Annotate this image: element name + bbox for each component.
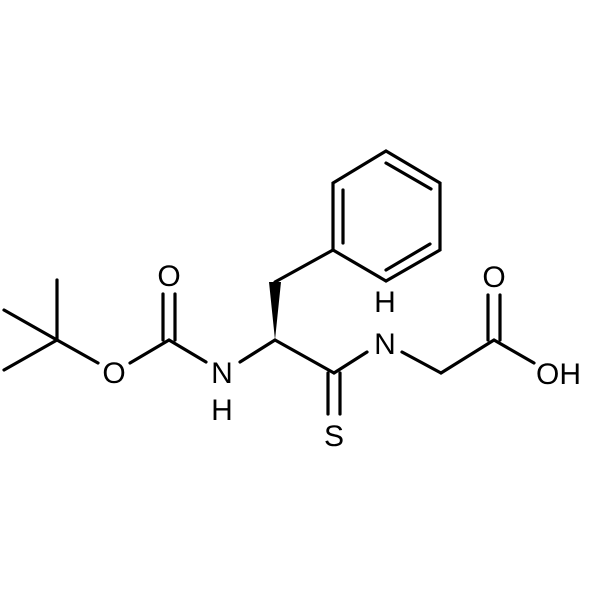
atom-carboxyl-OH: OH	[536, 358, 581, 391]
bond-N-to-alpha-C	[238, 338, 277, 364]
bond-CH2-to-phenyl	[273, 248, 335, 284]
atom-carbamate-carbonyl-O: O	[157, 260, 180, 293]
wedge-bond-alpha-to-CH2	[269, 282, 281, 340]
bond-O-to-carbamate-C	[128, 338, 171, 365]
atom-ester-O: O	[102, 357, 125, 390]
atom-amide-N: N	[374, 328, 396, 361]
phenyl-inner-bond-2	[384, 161, 433, 191]
bond-tbu-left-down	[2, 338, 59, 372]
bond-CH2-to-carboxyl-C	[439, 338, 496, 375]
bond-thio-C-to-N	[332, 350, 369, 375]
bond-tbu-to-O	[55, 338, 100, 365]
atom-thio-S: S	[324, 420, 344, 453]
bond-alpha-to-thio-C	[273, 338, 336, 375]
phenyl-inner-bond-3	[384, 242, 432, 272]
bond-carboxyl-C-to-OH	[492, 338, 536, 365]
atom-carbamate-N: N	[211, 357, 233, 390]
atom-amide-H: H	[374, 286, 396, 319]
atom-carbamate-H: H	[211, 394, 233, 427]
bond-tbu-left-up	[2, 308, 59, 342]
phenyl-ring	[331, 149, 442, 283]
atom-carboxyl-O: O	[482, 261, 505, 294]
bond-N-to-gly-CH2	[400, 350, 443, 375]
bond-carbamate-C-to-N	[167, 338, 208, 364]
